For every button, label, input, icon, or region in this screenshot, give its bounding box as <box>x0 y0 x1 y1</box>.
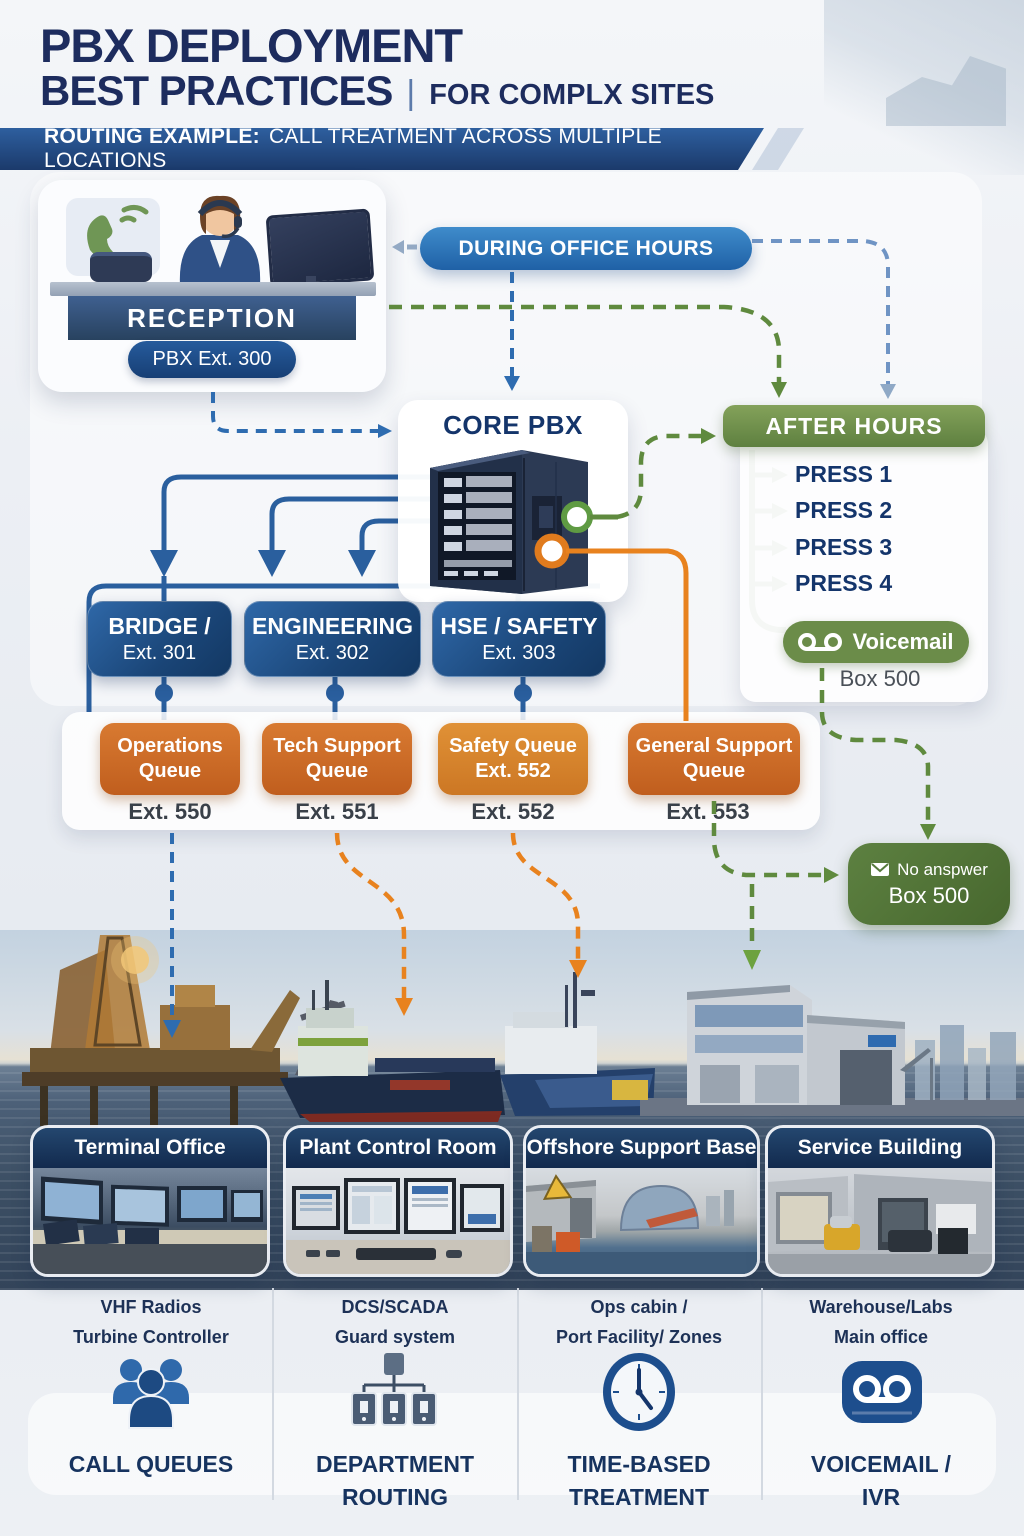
banner-prefix: ROUTING EXAMPLE: <box>44 125 260 148</box>
dept-hse-name: HSE / SAFETY <box>440 613 598 639</box>
location-title: Plant Control Room <box>286 1128 510 1168</box>
after-hours-label: AFTER HOURS <box>765 412 943 439</box>
pbx-server-illustration <box>430 450 593 594</box>
column-divider <box>517 1288 519 1500</box>
desk-monitor <box>265 208 375 288</box>
column-divider <box>272 1288 274 1500</box>
after-hours-header: AFTER HOURS <box>723 405 985 447</box>
location-card-terminal-office: Terminal Office <box>30 1125 270 1277</box>
service-building-photo <box>768 1168 992 1274</box>
location-title: Service Building <box>768 1128 992 1168</box>
page-title-line1: PBX DEPLOYMENT <box>40 19 463 72</box>
voicemail-ivr-icon <box>832 1350 932 1434</box>
offshore-support-base-photo <box>526 1168 757 1274</box>
location-desc-service: Warehouse/Labs Main office <box>809 1297 953 1347</box>
during-office-hours-pill: DURING OFFICE HOURS <box>420 227 752 270</box>
queue-operations-box: Operations Queue <box>100 723 240 795</box>
reception-extension-pill: PBX Ext. 300 <box>128 341 296 378</box>
features-panel <box>28 1393 996 1495</box>
location-card-offshore-support-base: Offshore Support Base <box>523 1125 760 1277</box>
dept-bridge-box: BRIDGE / Ext. 301 <box>87 601 232 677</box>
page-title-line2-row: BEST PRACTICES | FOR COMPLX SITES <box>40 70 714 112</box>
department-routing-icon <box>344 1350 444 1434</box>
monitor-stand <box>306 276 316 286</box>
location-desc-plant: DCS/SCADA Guard system <box>334 1297 456 1347</box>
call-queues-icon <box>101 1350 201 1434</box>
core-pbx-label: CORE PBX <box>443 410 583 440</box>
press-option-2: PRESS 2 <box>795 497 893 523</box>
voicemail-pill: Voicemail <box>783 621 969 663</box>
column-divider <box>761 1288 763 1500</box>
title-divider: | <box>406 73 416 112</box>
background-industrial-photo <box>824 0 1024 175</box>
reception-desk <box>50 282 376 296</box>
receptionist-illustration <box>179 195 261 285</box>
dept-engineering-ext: Ext. 302 <box>295 642 370 664</box>
conference-phone <box>90 252 152 282</box>
page-subtitle: FOR COMPLX SITES <box>429 78 715 111</box>
queue-general-line1: General Support <box>635 735 793 757</box>
reception-label: RECEPTION <box>127 302 297 333</box>
press-option-3: PRESS 3 <box>795 534 893 560</box>
location-card-plant-control-room: Plant Control Room <box>283 1125 513 1277</box>
queue-operations-line2: Queue <box>138 760 202 782</box>
queue-safety-box: Safety Queue Ext. 552 <box>438 723 588 795</box>
page-title-line2: BEST PRACTICES <box>40 67 393 114</box>
envelope-icon <box>871 863 890 876</box>
time-based-icon <box>589 1350 689 1434</box>
feature-department-routing: DEPARTMENT ROUTING <box>315 1451 474 1510</box>
reception-extension: PBX Ext. 300 <box>152 348 272 370</box>
dept-bridge-name: BRIDGE / <box>108 613 211 639</box>
voicemail-icon <box>798 633 843 651</box>
feature-time-based: TIME-BASED TREATMENT <box>567 1451 711 1510</box>
queue-tech-line2: Queue <box>305 760 369 782</box>
queue-general-line2: Queue <box>682 760 746 782</box>
queue-safety-line1: Safety Queue <box>449 735 577 757</box>
feature-voicemail-ivr: VOICEMAIL / IVR <box>810 1451 952 1510</box>
feature-call-queues: CALL QUEUES <box>68 1451 234 1477</box>
no-answer-label: No anspwer <box>897 859 988 879</box>
voicemail-label: Voicemail <box>852 629 954 654</box>
queue-tech-box: Tech Support Queue <box>262 723 412 795</box>
no-answer-pill: No anspwer Box 500 <box>848 843 1010 925</box>
dept-hse-box: HSE / SAFETY Ext. 303 <box>432 601 606 677</box>
reception-desk-front: RECEPTION <box>68 296 356 340</box>
dept-engineering-box: ENGINEERING Ext. 302 <box>244 601 421 677</box>
banner-text: CALL TREATMENT ACROSS MULTIPLE LOCATIONS <box>44 125 662 172</box>
queue-general-box: General Support Queue <box>628 723 800 795</box>
queue-safety-ext: Ext. 552 <box>471 799 555 824</box>
queue-operations-ext: Ext. 550 <box>128 799 212 824</box>
location-title: Offshore Support Base <box>526 1128 757 1168</box>
location-desc-offshore: Ops cabin / Port Facility/ Zones <box>555 1297 723 1347</box>
dept-hse-ext: Ext. 303 <box>482 642 556 664</box>
press-option-1: PRESS 1 <box>795 461 893 487</box>
queue-operations-line1: Operations <box>117 735 223 757</box>
voicemail-box-label: Box 500 <box>839 666 921 691</box>
queue-tech-line1: Tech Support <box>273 735 401 757</box>
location-card-service-building: Service Building <box>765 1125 995 1277</box>
dept-engineering-name: ENGINEERING <box>251 613 414 639</box>
queue-tech-ext: Ext. 551 <box>295 799 379 824</box>
press-option-4: PRESS 4 <box>795 570 893 596</box>
queue-safety-line2: Ext. 552 <box>475 760 551 782</box>
during-office-hours-label: DURING OFFICE HOURS <box>458 236 714 260</box>
routing-banner: ROUTING EXAMPLE:CALL TREATMENT ACROSS MU… <box>0 128 764 170</box>
plant-control-room-photo <box>286 1168 510 1274</box>
terminal-office-photo <box>33 1168 267 1274</box>
location-desc-terminal: VHF Radios Turbine Controller <box>73 1297 229 1347</box>
dept-bridge-ext: Ext. 301 <box>122 642 197 664</box>
queue-general-ext: Ext. 553 <box>666 799 750 824</box>
no-answer-box: Box 500 <box>888 882 970 908</box>
location-title: Terminal Office <box>33 1128 267 1168</box>
